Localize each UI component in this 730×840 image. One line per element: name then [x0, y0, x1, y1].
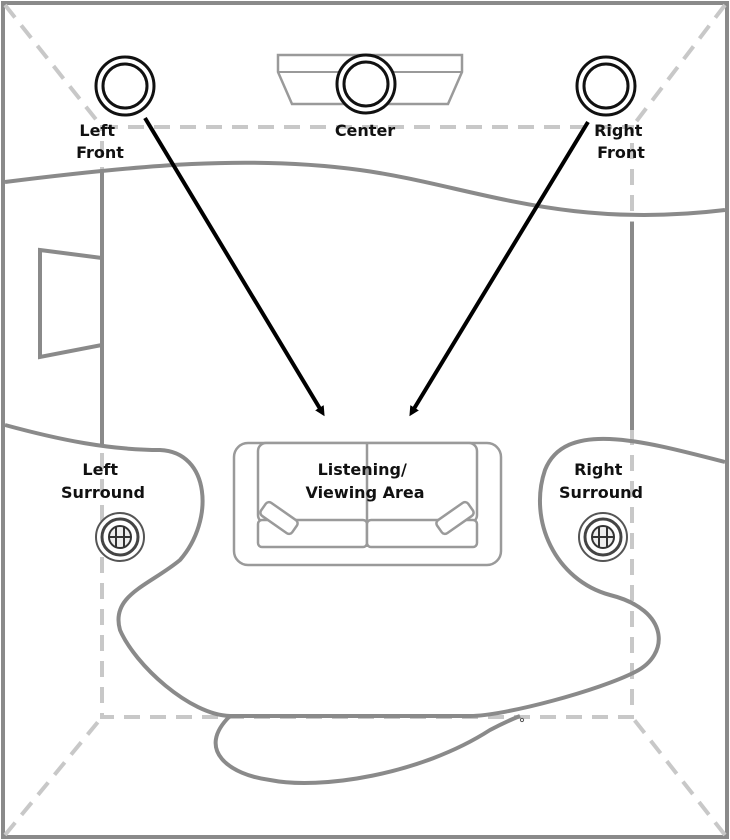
- left-front-label: Left Front: [76, 121, 124, 162]
- listening-area-label-line2: Viewing Area: [305, 483, 424, 502]
- right-front-arrow: [409, 120, 590, 417]
- left-front-arrow: [143, 116, 325, 417]
- left-surround-label: Left Surround: [61, 460, 145, 502]
- right-front-label: Right Front: [594, 121, 648, 162]
- listening-area-label: Listening/ Viewing Area: [305, 460, 424, 502]
- left-surround-speaker-icon: [95, 512, 145, 562]
- right-front-speaker-icon: [575, 55, 637, 117]
- right-front-label-line2: Front: [597, 143, 645, 162]
- room-walls: [4, 160, 726, 785]
- sofa-icon: [232, 441, 503, 567]
- small-dot: [519, 717, 525, 723]
- right-surround-label: Right Surround: [559, 460, 643, 502]
- left-front-label-line2: Front: [76, 143, 124, 162]
- center-label-line: Center: [335, 121, 395, 140]
- left-surround-label-line2: Surround: [61, 483, 145, 502]
- left-surround-label-line1: Left: [82, 460, 118, 479]
- center-label: Center: [335, 121, 395, 140]
- right-surround-label-line2: Surround: [559, 483, 643, 502]
- right-surround-label-line1: Right: [574, 460, 623, 479]
- listening-area-label-line1: Listening/: [318, 460, 407, 479]
- right-front-label-line1: Right: [594, 121, 643, 140]
- center-speaker-icon: [335, 53, 397, 115]
- left-front-label-line1: Left: [79, 121, 115, 140]
- right-surround-speaker-icon: [578, 512, 628, 562]
- left-front-speaker-icon: [94, 55, 156, 117]
